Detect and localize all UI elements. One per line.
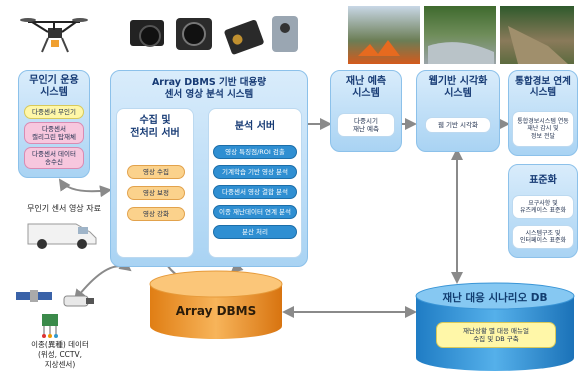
analysis-item-5: 분산 처리 bbox=[213, 225, 297, 239]
satellite-cctv-image bbox=[12, 282, 104, 338]
array-dbms-cylinder: Array DBMS bbox=[148, 270, 284, 342]
web-viz-title: 웹기반 시각화 시스템 bbox=[428, 76, 488, 99]
drone-ops-item-3: 다중센서 데이터 송수신 bbox=[24, 147, 84, 169]
arrow-sensor-to-system bbox=[73, 259, 132, 302]
analysis-server-box: 분석 서버 영상 특징점/ROI 검출 기계학습 기반 영상 분석 다중센서 영… bbox=[208, 108, 302, 258]
standard-item-1: 요구사항 및 유즈케이스 표준화 bbox=[512, 195, 574, 219]
drone-image bbox=[20, 10, 88, 60]
analysis-item-4: 이종 재난데이터 연계 분석 bbox=[213, 205, 297, 219]
scenario-db-title: 재난 대응 시나리오 DB bbox=[442, 292, 548, 304]
standard-title: 표준화 bbox=[529, 175, 557, 186]
heterogeneous-data-label: 이종(異種) 데이터 (위성, CCTV, 지상센서) bbox=[31, 340, 89, 369]
array-dbms-db-label: Array DBMS bbox=[175, 304, 257, 318]
van-image bbox=[24, 216, 100, 250]
standard-panel: 표준화 요구사항 및 유즈케이스 표준화 시스템구조 및 인터페이스 표준화 bbox=[508, 164, 578, 258]
standard-item-2: 시스템구조 및 인터페이스 표준화 bbox=[512, 225, 574, 249]
analysis-item-1: 영상 특징점/ROI 검출 bbox=[213, 145, 297, 159]
camera-set-image bbox=[128, 12, 304, 56]
web-viz-panel: 웹기반 시각화 시스템 웹 기반 시각화 bbox=[416, 70, 500, 152]
drone-ops-title: 무인기 운용 시스템 bbox=[29, 75, 79, 98]
collect-item-1: 영상 수집 bbox=[127, 165, 185, 179]
collect-server-box: 수집 및 전처리 서버 영상 수집 영상 보정 영상 강화 bbox=[116, 108, 194, 258]
collect-item-3: 영상 강화 bbox=[127, 207, 185, 221]
array-dbms-title: Array DBMS 기반 대용량 센서 영상 분석 시스템 bbox=[151, 77, 267, 100]
collect-server-title: 수집 및 전처리 서버 bbox=[130, 115, 180, 139]
integrated-alert-title: 통합경보 연계 시스템 bbox=[515, 76, 571, 99]
analysis-server-title: 분석 서버 bbox=[234, 121, 276, 132]
arrow-drone-to-system bbox=[58, 178, 112, 198]
scenario-db-cylinder: 재난 대응 시나리오 DB 재난상황 별 대응 매뉴얼 수집 및 DB 구축 bbox=[414, 282, 576, 374]
drone-ops-item-1: 다중센서 무인기 bbox=[24, 105, 84, 119]
disaster-predict-title: 재난 예측 시스템 bbox=[345, 76, 387, 99]
disaster-predict-panel: 재난 예측 시스템 다중시기 재난 예측 bbox=[330, 70, 402, 152]
integrated-alert-item: 통합경보시스템 연동 재난 감시 및 정보 전달 bbox=[512, 111, 574, 147]
scenario-db-item: 재난상황 별 대응 매뉴얼 수집 및 DB 구축 bbox=[436, 322, 556, 348]
integrated-alert-panel: 통합경보 연계 시스템 통합경보시스템 연동 재난 감시 및 정보 전달 bbox=[508, 70, 578, 156]
disaster-photos bbox=[348, 6, 574, 64]
drone-sensor-image-label: 무인기 센서 영상 자료 bbox=[27, 204, 101, 213]
drone-ops-item-2: 다중센서 캘리그린 탑재체 bbox=[24, 122, 84, 144]
drone-ops-panel: 무인기 운용 시스템 다중센서 무인기 다중센서 캘리그린 탑재체 다중센서 데… bbox=[18, 70, 90, 178]
web-viz-item: 웹 기반 시각화 bbox=[425, 117, 491, 133]
analysis-item-2: 기계학습 기반 영상 분석 bbox=[213, 165, 297, 179]
analysis-item-3: 다중센서 영상 결합 분석 bbox=[213, 185, 297, 199]
disaster-predict-item: 다중시기 재난 예측 bbox=[337, 113, 395, 137]
collect-item-2: 영상 보정 bbox=[127, 186, 185, 200]
